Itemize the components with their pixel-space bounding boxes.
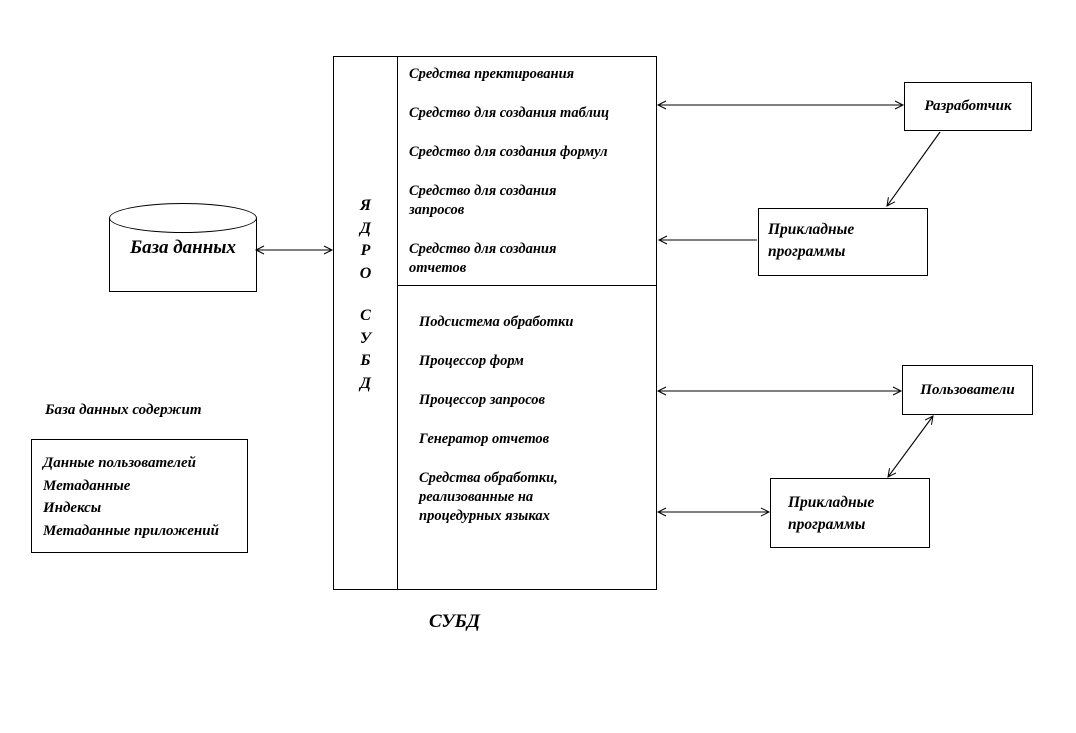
database-cylinder-top <box>109 203 257 233</box>
kernel-vertical-label-bottom: С У Б Д <box>359 307 372 392</box>
dbms-core-block: Я Д Р О С У Б Д Средства пректирования С… <box>333 56 657 590</box>
db-contents-item: Метаданные приложений <box>43 523 219 540</box>
app-programs-bottom-label: Прикладные программы <box>788 494 875 533</box>
db-contents-item: Метаданные <box>43 477 131 494</box>
kernel-strip: Я Д Р О С У Б Д <box>334 57 398 589</box>
processing-tool-item: Процессор форм <box>419 353 524 369</box>
database-label: База данных <box>130 237 236 258</box>
database-cylinder: База данных <box>109 203 257 292</box>
processing-tool-item: Подсистема обработки <box>419 314 574 330</box>
design-tool-item: Средство для создания формул <box>409 144 608 160</box>
design-tool-item: Средство для создания таблиц <box>409 105 610 121</box>
design-tool-item: Средства пректирования <box>409 66 575 82</box>
users-label: Пользователи <box>920 381 1015 398</box>
db-contents-box: Данные пользователей Метаданные Индексы … <box>31 439 248 553</box>
app-programs-top-box: Прикладные программы <box>758 208 928 276</box>
db-contents-item: Индексы <box>43 500 102 517</box>
db-contents-heading: База данных содержит <box>45 402 202 418</box>
design-tool-item: Средство для создания запросов <box>409 183 557 218</box>
app-programs-bottom-box: Прикладные программы <box>770 478 930 548</box>
db-contents-item: Данные пользователей <box>43 455 196 471</box>
processing-tool-item: Средства обработки, реализованные на про… <box>419 470 558 524</box>
users-box: Пользователи <box>902 365 1033 415</box>
processing-tools-section: Подсистема обработки Процессор форм Проц… <box>398 286 656 589</box>
dbms-caption: СУБД <box>429 611 480 632</box>
design-tool-item: Средство для создания отчетов <box>409 241 557 276</box>
app-programs-top-label: Прикладные программы <box>768 221 855 260</box>
design-tools-section: Средства пректирования Средство для созд… <box>398 57 656 286</box>
processing-tool-item: Процессор запросов <box>419 392 545 408</box>
kernel-vertical-label-top: Я Д Р О <box>359 197 372 282</box>
developer-label: Разработчик <box>924 98 1012 114</box>
developer-box: Разработчик <box>904 82 1032 131</box>
arrow-users-appbottom <box>887 415 934 478</box>
processing-tool-item: Генератор отчетов <box>419 431 550 447</box>
database-cylinder-body <box>109 218 257 292</box>
dbms-content-column: Средства пректирования Средство для созд… <box>398 57 656 589</box>
arrow-developer-apptop <box>886 131 941 207</box>
